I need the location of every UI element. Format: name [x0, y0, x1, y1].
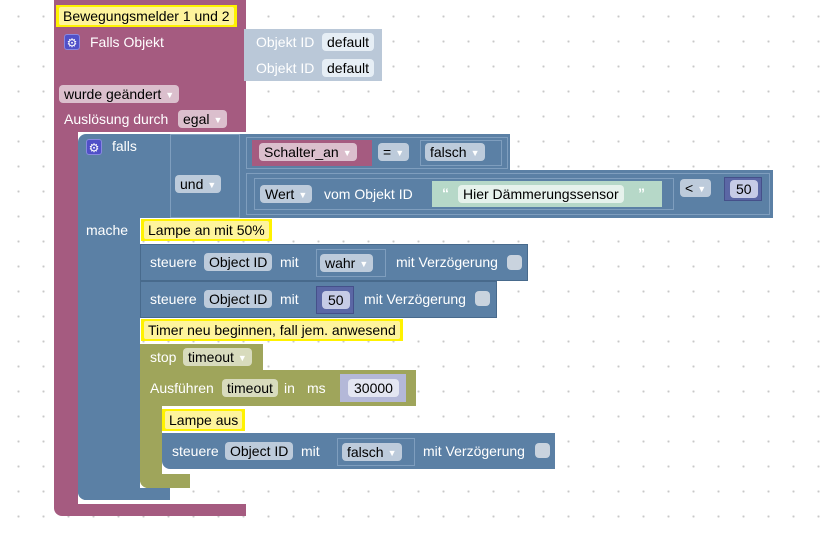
- quote-open-icon: “: [442, 185, 449, 201]
- chevron-down-icon: ▼: [342, 148, 352, 158]
- chevron-down-icon: ▼: [470, 148, 480, 158]
- chevron-down-icon: ▼: [207, 180, 217, 190]
- trigger-label: Auslösung durch: [64, 111, 169, 127]
- if-block-bottom: [78, 488, 170, 500]
- boolean-dropdown-2[interactable]: wahr▼: [320, 254, 374, 272]
- chevron-down-icon: ▼: [697, 184, 707, 194]
- mit-label-3: mit: [301, 443, 320, 459]
- execute-label: Ausführen: [150, 380, 214, 396]
- boolean-dropdown-3[interactable]: falsch▼: [342, 443, 402, 461]
- vom-objekt-label: vom Objekt ID: [324, 186, 413, 202]
- boolean-dropdown-1[interactable]: falsch▼: [425, 143, 485, 161]
- trigger-block-spine: [54, 130, 78, 512]
- delay-label-3: mit Verzögerung: [423, 443, 525, 459]
- if-block-spine: [78, 216, 140, 500]
- changed-dropdown[interactable]: wurde geändert▼: [59, 85, 180, 103]
- steuere-label-1: steuere: [150, 254, 197, 270]
- timeout-block-bottom: [140, 474, 190, 488]
- mache-label: mache: [86, 222, 129, 238]
- delay-label-1: mit Verzögerung: [396, 254, 498, 270]
- stop-dropdown[interactable]: timeout▼: [183, 348, 252, 366]
- delay-checkbox-3[interactable]: [535, 443, 550, 458]
- steuere-label-2: steuere: [150, 291, 197, 307]
- object-id-field-1[interactable]: Object ID: [204, 253, 273, 271]
- comment-timer[interactable]: Timer neu beginnen, fall jem. anwesend: [141, 319, 403, 341]
- mit-label-1: mit: [280, 254, 299, 270]
- boolean-block-3: [337, 438, 415, 466]
- chevron-down-icon: ▼: [359, 259, 369, 269]
- compare-block-2[interactable]: [246, 173, 770, 215]
- object-id-value-1[interactable]: default: [322, 33, 375, 51]
- falls-objekt-label: Falls Objekt: [90, 34, 164, 50]
- variable-dropdown[interactable]: Schalter_an▼: [259, 143, 357, 161]
- delay-checkbox-1[interactable]: [507, 255, 522, 270]
- number-value-2[interactable]: 50: [322, 291, 350, 309]
- timeout-name-field[interactable]: timeout: [222, 379, 278, 397]
- in-label: in: [284, 380, 295, 396]
- comment-lampe-an[interactable]: Lampe an mit 50%: [141, 219, 272, 241]
- chevron-down-icon: ▼: [237, 353, 247, 363]
- falls-label: falls: [112, 138, 137, 154]
- chevron-down-icon: ▼: [387, 448, 397, 458]
- stop-label: stop: [150, 349, 177, 365]
- quote-close-icon: ”: [638, 185, 645, 201]
- get-value-block: [254, 178, 674, 210]
- gear-icon[interactable]: ⚙: [86, 139, 102, 155]
- object-id-label-1: Objekt ID: [256, 34, 315, 50]
- comment-bewegungsmelder[interactable]: Bewegungsmelder 1 und 2: [56, 5, 237, 27]
- object-id-label-2: Objekt ID: [256, 60, 315, 76]
- boolean-block-1: [420, 140, 502, 166]
- trigger-dropdown[interactable]: egal▼: [178, 110, 228, 128]
- object-id-field-3[interactable]: Object ID: [225, 442, 294, 460]
- value-type-dropdown[interactable]: Wert▼: [260, 185, 313, 203]
- chevron-down-icon: ▼: [165, 90, 175, 100]
- number-value-1[interactable]: 50: [730, 180, 758, 198]
- chevron-down-icon: ▼: [395, 148, 405, 158]
- object-id-value-2[interactable]: default: [322, 59, 375, 77]
- mit-label-2: mit: [280, 291, 299, 307]
- delay-label-2: mit Verzögerung: [364, 291, 466, 307]
- timeout-block-spine: [140, 404, 162, 488]
- timeout-ms-value[interactable]: 30000: [348, 379, 399, 397]
- text-value[interactable]: Hier Dämmerungssensor: [458, 185, 624, 203]
- chevron-down-icon: ▼: [213, 115, 223, 125]
- chevron-down-icon: ▼: [298, 190, 308, 200]
- operator-dropdown-1[interactable]: =▼: [378, 143, 410, 161]
- compare-block-1[interactable]: [246, 137, 508, 169]
- and-block-outline: [170, 134, 240, 218]
- object-id-field-2[interactable]: Object ID: [204, 290, 273, 308]
- boolean-block-2: [316, 249, 386, 277]
- operator-dropdown-2[interactable]: <▼: [680, 179, 712, 197]
- gear-icon[interactable]: ⚙: [64, 34, 80, 50]
- logic-op-dropdown[interactable]: und▼: [175, 175, 222, 193]
- ms-label: ms: [307, 380, 326, 396]
- trigger-block-bottom: [54, 504, 246, 516]
- steuere-label-3: steuere: [172, 443, 219, 459]
- comment-lampe-aus[interactable]: Lampe aus: [162, 409, 246, 431]
- delay-checkbox-2[interactable]: [475, 291, 490, 306]
